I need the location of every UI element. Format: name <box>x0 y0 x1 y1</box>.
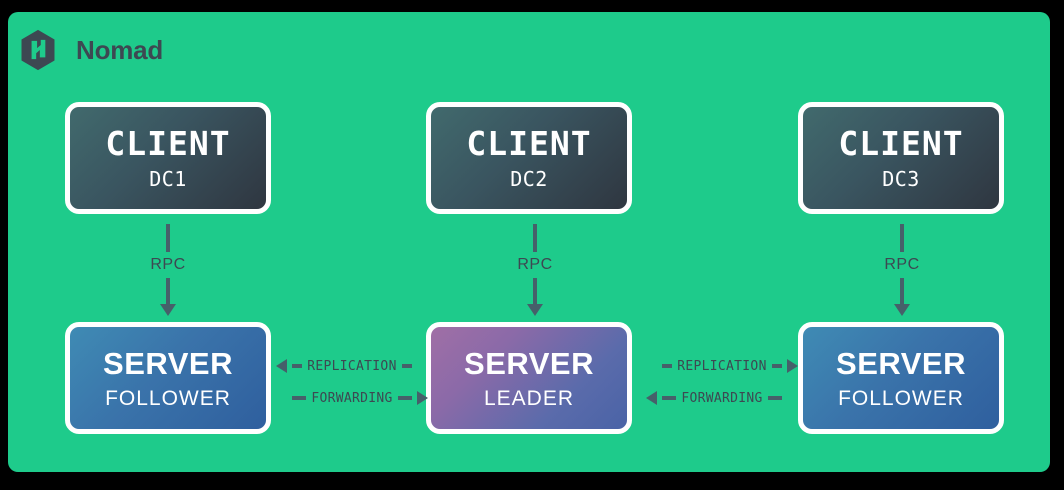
server-title: SERVER <box>464 345 594 381</box>
arrow-left-icon <box>646 391 657 405</box>
forwarding-link-right: FORWARDING <box>646 388 798 408</box>
link-line <box>397 396 412 400</box>
forwarding-label: FORWARDING <box>311 390 393 406</box>
arrow-down-icon <box>160 304 176 316</box>
rpc-connector-dc1: RPC <box>108 224 228 322</box>
link-line <box>662 364 673 368</box>
server-role: FOLLOWER <box>105 386 231 410</box>
brand-header: Nomad <box>16 28 163 72</box>
server-title: SERVER <box>836 345 966 381</box>
replication-link-left: REPLICATION <box>276 356 428 376</box>
client-datacenter: DC2 <box>510 167 548 191</box>
replication-link-right: REPLICATION <box>646 356 798 376</box>
link-line <box>662 396 677 400</box>
replication-label: REPLICATION <box>677 358 767 374</box>
rpc-label: RPC <box>150 256 186 273</box>
rpc-connector-dc2: RPC <box>475 224 595 322</box>
replication-label: REPLICATION <box>307 358 397 374</box>
rpc-line-segment <box>900 224 904 252</box>
client-node-dc2[interactable]: CLIENT DC2 <box>426 102 632 214</box>
nomad-hexagon-logo-icon <box>16 28 60 72</box>
link-line <box>401 364 412 368</box>
arrow-right-icon <box>787 359 798 373</box>
brand-name: Nomad <box>76 35 164 65</box>
arrow-left-icon <box>276 359 287 373</box>
rpc-line-segment <box>533 278 537 304</box>
server-link-group-left: REPLICATION FORWARDING <box>276 356 428 408</box>
server-node-follower-left[interactable]: SERVER FOLLOWER <box>65 322 271 434</box>
link-line <box>292 364 303 368</box>
arrow-right-icon <box>417 391 428 405</box>
server-node-follower-right[interactable]: SERVER FOLLOWER <box>798 322 1004 434</box>
server-role: FOLLOWER <box>838 386 964 410</box>
forwarding-label: FORWARDING <box>681 390 763 406</box>
server-title: SERVER <box>103 345 233 381</box>
rpc-line-segment <box>533 224 537 252</box>
arrow-down-icon <box>894 304 910 316</box>
server-role: LEADER <box>483 386 575 410</box>
server-node-leader[interactable]: SERVER LEADER <box>426 322 632 434</box>
rpc-line-segment <box>166 278 170 304</box>
link-line <box>771 364 782 368</box>
client-node-dc1[interactable]: CLIENT DC1 <box>65 102 271 214</box>
diagram-canvas: Nomad CLIENT DC1 CLIENT DC2 CLIENT DC3 R… <box>8 12 1050 472</box>
link-line <box>767 396 782 400</box>
server-link-group-right: REPLICATION FORWARDING <box>646 356 798 408</box>
link-line <box>292 396 307 400</box>
rpc-line-segment <box>166 224 170 252</box>
rpc-label: RPC <box>884 256 920 273</box>
forwarding-link-left: FORWARDING <box>276 388 428 408</box>
rpc-connector-dc3: RPC <box>842 224 962 322</box>
client-title: CLIENT <box>838 124 964 163</box>
client-datacenter: DC3 <box>882 167 920 191</box>
rpc-label: RPC <box>517 256 553 273</box>
rpc-line-segment <box>900 278 904 304</box>
arrow-down-icon <box>527 304 543 316</box>
client-title: CLIENT <box>105 124 231 163</box>
client-node-dc3[interactable]: CLIENT DC3 <box>798 102 1004 214</box>
client-title: CLIENT <box>466 124 592 163</box>
client-datacenter: DC1 <box>149 167 187 191</box>
